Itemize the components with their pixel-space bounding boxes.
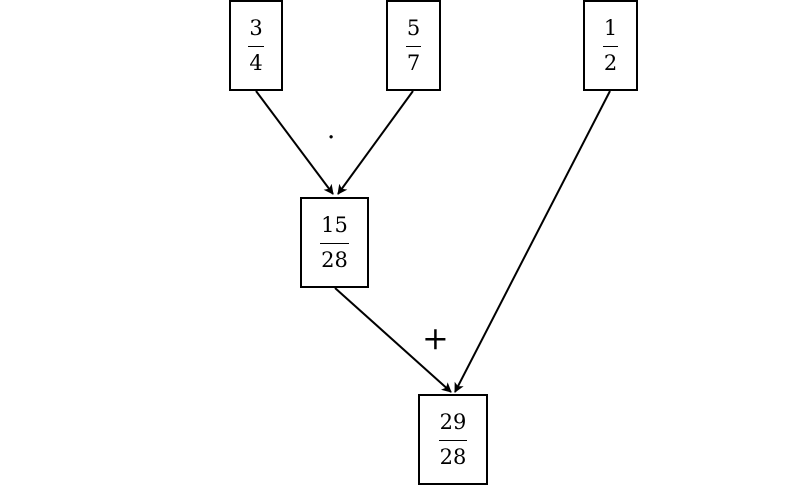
fraction-bar xyxy=(320,242,349,244)
fraction-node-sum: 29 28 xyxy=(418,394,488,485)
numerator: 29 xyxy=(439,409,467,434)
numerator: 3 xyxy=(249,15,263,40)
fraction-a: 3 4 xyxy=(248,15,264,75)
fraction-bar xyxy=(248,45,264,47)
edge-b-to-product xyxy=(337,90,414,195)
fraction-c: 1 2 xyxy=(602,15,619,75)
fraction-bar xyxy=(602,45,619,47)
fraction-bar xyxy=(405,45,422,47)
fraction-product: 15 28 xyxy=(320,212,349,272)
multiply-operator: · xyxy=(327,123,336,153)
numerator: 15 xyxy=(321,212,348,237)
edge-product-to-sum xyxy=(334,287,452,393)
denominator: 7 xyxy=(406,50,421,75)
edge-c-to-sum xyxy=(454,90,611,393)
fraction-node-product: 15 28 xyxy=(300,197,369,288)
plus-operator: + xyxy=(422,319,449,357)
fraction-node-c: 1 2 xyxy=(583,0,638,91)
denominator: 2 xyxy=(603,50,618,75)
denominator: 28 xyxy=(321,247,348,272)
edge-a-to-product xyxy=(255,90,334,195)
fraction-b: 5 7 xyxy=(405,15,422,75)
fraction-node-a: 3 4 xyxy=(229,0,283,91)
fraction-bar xyxy=(438,439,468,441)
fraction-node-b: 5 7 xyxy=(386,0,441,91)
fraction-sum: 29 28 xyxy=(438,409,468,469)
numerator: 5 xyxy=(406,15,421,40)
numerator: 1 xyxy=(603,15,618,40)
denominator: 28 xyxy=(439,444,467,469)
denominator: 4 xyxy=(249,50,263,75)
